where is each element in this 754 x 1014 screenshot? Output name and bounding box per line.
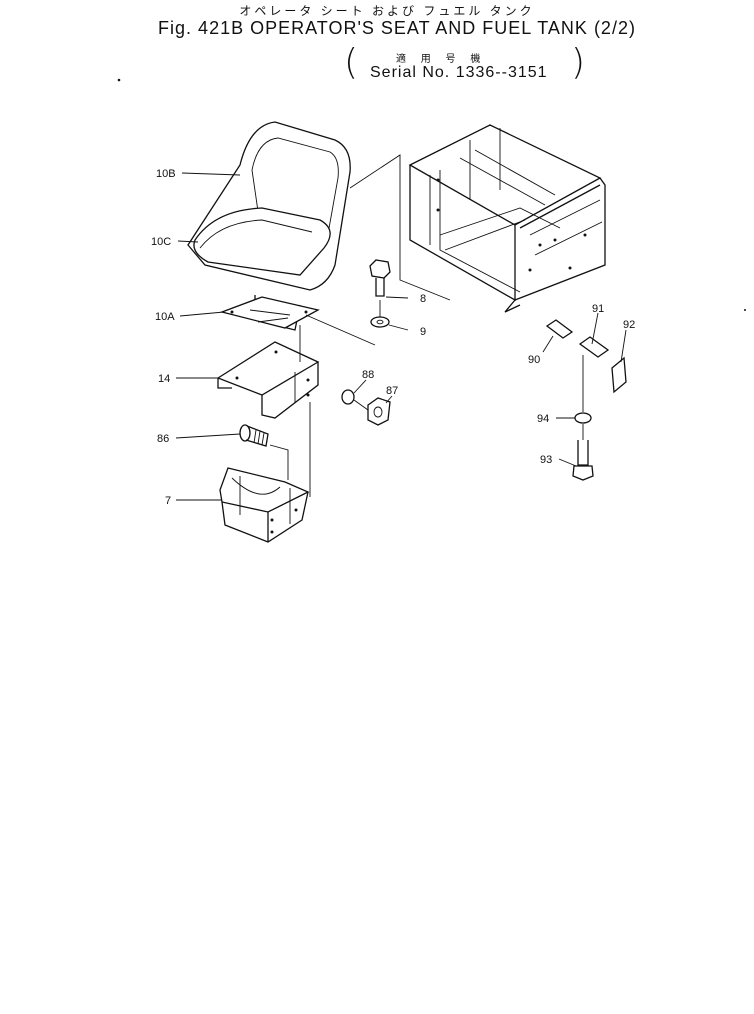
right-parenthesis: ) — [571, 42, 586, 83]
bolt-86 — [239, 424, 269, 447]
callout-10B: 10B — [156, 168, 176, 180]
seat-base — [219, 467, 310, 543]
callout-94: 94 — [537, 413, 549, 425]
callout-10A: 10A — [155, 311, 175, 323]
bracket-92 — [611, 356, 627, 394]
plate-91 — [578, 336, 610, 358]
callout-90: 90 — [528, 354, 540, 366]
washer-94 — [574, 412, 592, 424]
callout-9: 9 — [420, 326, 426, 338]
serial-number: Serial No. 1336--3151 — [370, 64, 548, 81]
figure-title: Fig. 421B OPERATOR'S SEAT AND FUEL TANK … — [158, 18, 636, 38]
callout-93: 93 — [540, 454, 552, 466]
kana-title: オペレータ シート および フュエル タンク — [239, 4, 535, 18]
callout-14: 14 — [158, 373, 170, 385]
callout-87: 87 — [386, 385, 398, 397]
fuel-tank-frame — [408, 124, 606, 313]
mounting-bracket — [216, 341, 320, 419]
bolt-8 — [369, 259, 391, 297]
callout-88: 88 — [362, 369, 374, 381]
callout-86: 86 — [157, 433, 169, 445]
callout-8: 8 — [420, 293, 426, 305]
callout-10C: 10C — [151, 236, 171, 248]
leader-lines — [175, 172, 627, 501]
washer-9 — [370, 316, 390, 328]
washer-88 — [341, 389, 355, 405]
nut-87 — [367, 397, 391, 426]
plate-90 — [545, 319, 574, 339]
bolt-93 — [572, 440, 594, 481]
seat-assembly — [187, 121, 351, 331]
left-parenthesis: ( — [344, 42, 359, 83]
assembly-lines — [269, 154, 584, 497]
callout-91: 91 — [592, 303, 604, 315]
applicability-label: 適 用 号 機 — [396, 54, 487, 65]
callout-7: 7 — [165, 495, 171, 507]
callout-92: 92 — [623, 319, 635, 331]
